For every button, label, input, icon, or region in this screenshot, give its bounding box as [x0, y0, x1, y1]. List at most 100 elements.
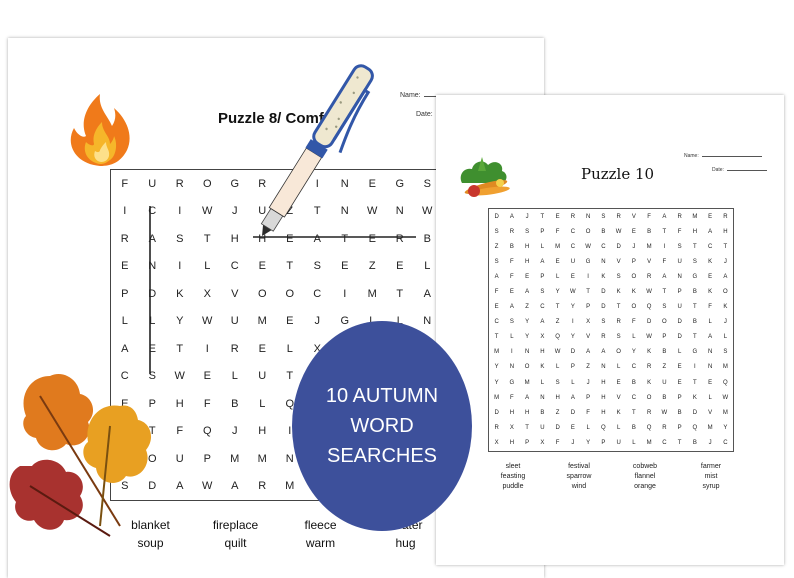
- grid-letter[interactable]: L: [540, 243, 545, 250]
- grid-letter[interactable]: W: [174, 370, 185, 383]
- grid-letter[interactable]: E: [341, 260, 349, 273]
- grid-letter[interactable]: F: [494, 289, 499, 296]
- grid-letter[interactable]: F: [632, 319, 636, 326]
- grid-letter[interactable]: Y: [570, 304, 575, 311]
- grid-letter[interactable]: Z: [525, 304, 529, 311]
- grid-letter[interactable]: G: [230, 177, 240, 190]
- grid-letter[interactable]: J: [632, 243, 636, 250]
- grid-letter[interactable]: E: [616, 379, 621, 386]
- grid-letter[interactable]: A: [509, 213, 514, 220]
- grid-letter[interactable]: A: [423, 287, 431, 300]
- grid-letter[interactable]: R: [570, 213, 576, 220]
- grid-letter[interactable]: N: [601, 364, 606, 371]
- grid-letter[interactable]: T: [586, 289, 590, 296]
- grid-letter[interactable]: O: [662, 319, 667, 326]
- grid-letter[interactable]: E: [509, 289, 514, 296]
- grid-letter[interactable]: C: [601, 243, 606, 250]
- grid-letter[interactable]: C: [631, 394, 637, 401]
- grid-letter[interactable]: S: [494, 258, 499, 265]
- grid-letter[interactable]: Q: [646, 424, 652, 431]
- grid-letter[interactable]: Y: [525, 334, 530, 341]
- grid-letter[interactable]: F: [510, 273, 514, 280]
- grid-letter[interactable]: A: [509, 304, 514, 311]
- grid-letter[interactable]: O: [631, 304, 637, 311]
- grid-letter[interactable]: H: [258, 425, 267, 438]
- grid-letter[interactable]: D: [494, 409, 499, 416]
- grid-letter[interactable]: R: [120, 232, 129, 245]
- grid-letter[interactable]: O: [285, 287, 295, 300]
- grid-letter[interactable]: L: [708, 319, 712, 326]
- grid-letter[interactable]: A: [148, 232, 156, 245]
- grid-letter[interactable]: V: [647, 258, 652, 265]
- grid-letter[interactable]: K: [647, 349, 652, 356]
- grid-letter[interactable]: V: [231, 287, 239, 300]
- grid-letter[interactable]: B: [692, 439, 697, 446]
- grid-letter[interactable]: R: [616, 213, 621, 220]
- grid-letter[interactable]: E: [494, 304, 499, 311]
- grid-letter[interactable]: N: [340, 205, 349, 218]
- grid-letter[interactable]: D: [601, 289, 606, 296]
- grid-letter[interactable]: T: [148, 425, 156, 438]
- grid-letter[interactable]: B: [631, 424, 636, 431]
- grid-letter[interactable]: G: [692, 349, 698, 356]
- grid-letter[interactable]: B: [692, 289, 697, 296]
- grid-letter[interactable]: I: [178, 205, 182, 218]
- grid-letter[interactable]: H: [230, 232, 239, 245]
- grid-letter[interactable]: I: [178, 260, 182, 273]
- grid-letter[interactable]: U: [230, 315, 239, 328]
- grid-letter[interactable]: N: [707, 349, 713, 356]
- grid-letter[interactable]: H: [509, 439, 515, 446]
- grid-letter[interactable]: C: [230, 260, 239, 273]
- grid-letter[interactable]: M: [722, 409, 728, 416]
- grid-letter[interactable]: O: [257, 287, 267, 300]
- grid-letter[interactable]: R: [723, 213, 728, 220]
- grid-letter[interactable]: N: [585, 213, 591, 220]
- grid-letter[interactable]: N: [677, 273, 682, 280]
- grid-letter[interactable]: X: [313, 342, 321, 355]
- grid-letter[interactable]: Z: [586, 364, 590, 371]
- grid-letter[interactable]: H: [601, 409, 606, 416]
- grid-letter[interactable]: W: [202, 480, 213, 493]
- grid-letter[interactable]: S: [540, 289, 545, 296]
- grid-letter[interactable]: T: [677, 439, 682, 446]
- grid-letter[interactable]: G: [585, 258, 591, 265]
- grid-letter[interactable]: B: [662, 394, 667, 401]
- grid-letter[interactable]: D: [494, 213, 499, 220]
- grid-letter[interactable]: F: [203, 397, 211, 410]
- grid-letter[interactable]: Z: [494, 243, 499, 250]
- grid-letter[interactable]: U: [258, 370, 267, 383]
- grid-letter[interactable]: E: [570, 424, 575, 431]
- grid-letter[interactable]: Y: [494, 379, 499, 386]
- grid-letter[interactable]: Z: [368, 260, 376, 273]
- grid-letter[interactable]: D: [616, 243, 621, 250]
- grid-letter[interactable]: R: [258, 177, 267, 190]
- grid-letter[interactable]: S: [176, 232, 184, 245]
- grid-letter[interactable]: D: [646, 319, 652, 326]
- grid-letter[interactable]: J: [723, 258, 727, 265]
- grid-letter[interactable]: C: [540, 304, 545, 311]
- grid-letter[interactable]: O: [646, 394, 652, 401]
- grid-letter[interactable]: M: [524, 379, 530, 386]
- grid-letter[interactable]: V: [631, 213, 636, 220]
- grid-letter[interactable]: E: [631, 228, 636, 235]
- grid-letter[interactable]: L: [616, 424, 621, 431]
- grid-letter[interactable]: D: [570, 409, 576, 416]
- grid-letter[interactable]: X: [586, 319, 591, 326]
- grid-letter[interactable]: L: [396, 315, 403, 328]
- grid-letter[interactable]: E: [708, 273, 713, 280]
- grid-letter[interactable]: B: [509, 243, 514, 250]
- grid-letter[interactable]: U: [677, 258, 682, 265]
- grid-letter[interactable]: K: [631, 289, 636, 296]
- grid-letter[interactable]: D: [555, 424, 560, 431]
- grid-letter[interactable]: B: [601, 228, 606, 235]
- grid-letter[interactable]: C: [631, 364, 637, 371]
- grid-letter[interactable]: S: [677, 243, 682, 250]
- grid-letter[interactable]: W: [722, 394, 729, 401]
- grid-letter[interactable]: P: [525, 439, 530, 446]
- grid-letter[interactable]: W: [646, 289, 652, 296]
- grid-letter[interactable]: A: [601, 349, 606, 356]
- grid-letter[interactable]: E: [203, 370, 211, 383]
- grid-letter[interactable]: N: [423, 315, 432, 328]
- grid-letter[interactable]: S: [555, 379, 560, 386]
- grid-letter[interactable]: I: [123, 205, 127, 218]
